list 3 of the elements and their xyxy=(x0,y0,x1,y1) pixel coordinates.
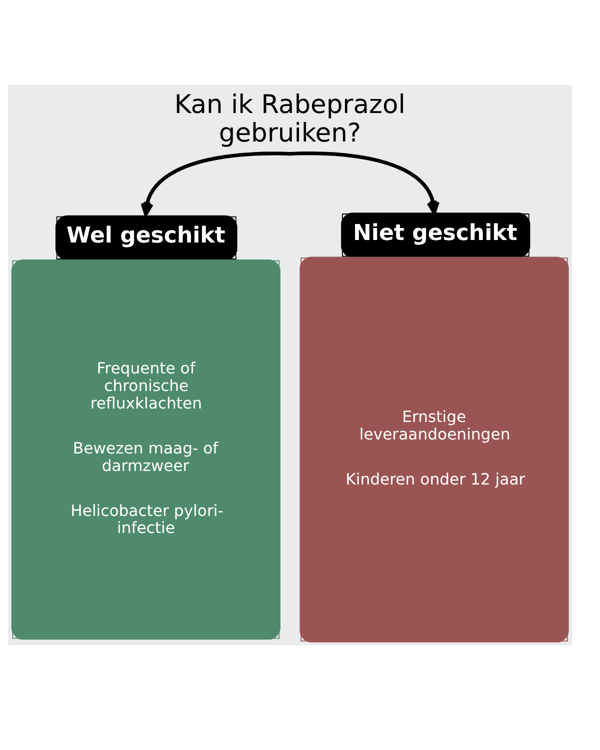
arrow xyxy=(140,152,290,216)
node-text: Kan ik Rabeprazol gebruiken? xyxy=(174,90,406,148)
arrow xyxy=(290,151,440,214)
